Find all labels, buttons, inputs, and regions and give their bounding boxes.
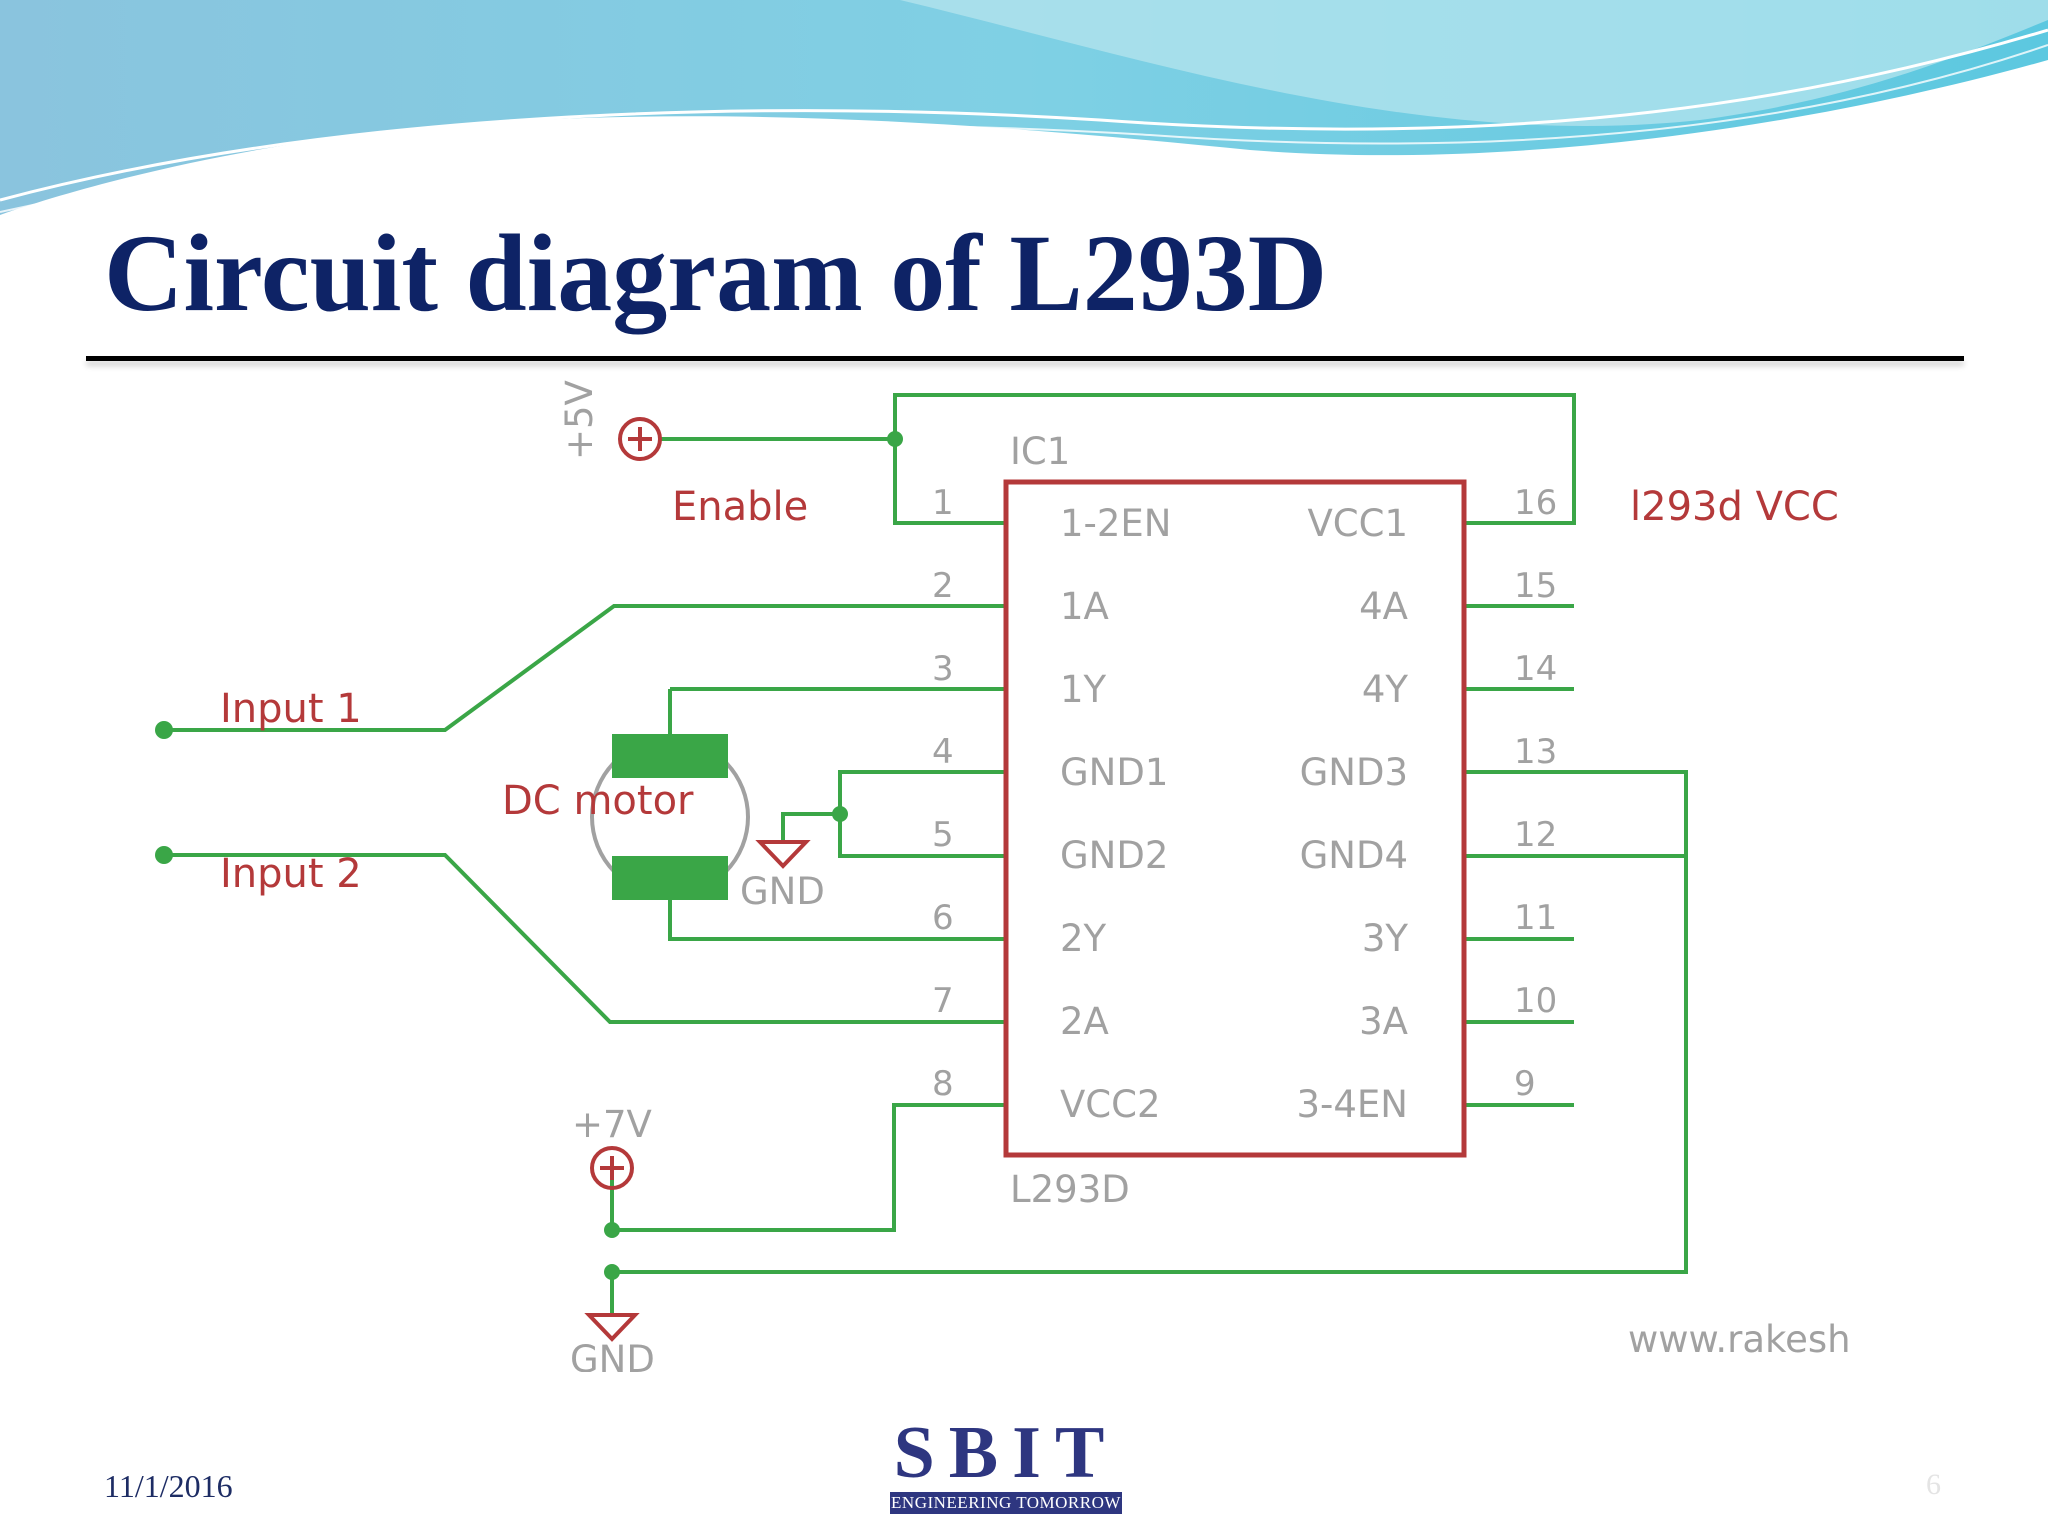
logo-tagline: ENGINEERING TOMORROW <box>890 1492 1122 1514</box>
pin-number: 9 <box>1514 1064 1536 1104</box>
enable-label: Enable <box>672 484 808 530</box>
pin-name: GND3 <box>1300 751 1408 794</box>
motor-gnd-label: GND <box>740 870 825 913</box>
ic-name-label: IC1 <box>1010 430 1070 473</box>
input1-label: Input 1 <box>220 686 362 732</box>
gnd-symbol-motor <box>755 840 811 869</box>
dc-motor-symbol <box>590 734 750 900</box>
pin-number: 7 <box>932 981 954 1021</box>
pin-name: 2A <box>1060 1000 1109 1043</box>
pin-number: 3 <box>932 649 954 689</box>
pin-number: 16 <box>1514 483 1557 523</box>
slide-title: Circuit diagram of L293D <box>104 212 1328 334</box>
pin-name: VCC2 <box>1060 1083 1161 1126</box>
pin-number: 12 <box>1514 815 1557 855</box>
pin-number: 14 <box>1514 649 1557 689</box>
pin-name: 1Y <box>1060 668 1107 711</box>
wire-vcc1-loop <box>893 393 1576 525</box>
gnd-symbol-bottom <box>584 1313 640 1342</box>
pin-number: 8 <box>932 1064 954 1104</box>
pin-name: 4Y <box>1362 668 1409 711</box>
pin-number: 6 <box>932 898 954 938</box>
pin-number: 15 <box>1514 566 1557 606</box>
pin-name: 3-4EN <box>1297 1083 1409 1126</box>
supply-7v-label: +7V <box>572 1103 652 1146</box>
wire-7v <box>610 1103 1006 1232</box>
wire-motor-2y <box>668 900 1006 941</box>
wire-motor-1y <box>668 687 1006 734</box>
junction-dot <box>887 431 903 447</box>
slide-date: 11/1/2016 <box>104 1468 233 1504</box>
pin-name: 1A <box>1060 585 1109 628</box>
input2-label: Input 2 <box>220 851 362 897</box>
vcc-label: l293d VCC <box>1630 484 1839 530</box>
supply-7v-symbol <box>590 1146 634 1190</box>
pin-number: 10 <box>1514 981 1557 1021</box>
pin-name: 3A <box>1359 1000 1408 1043</box>
pin-name: GND1 <box>1060 751 1168 794</box>
wire-input1 <box>164 604 1006 732</box>
junction-dot <box>604 1264 620 1280</box>
pin-number: 4 <box>932 732 954 772</box>
pin-name: 1-2EN <box>1060 502 1172 545</box>
wire-gnd-4-5 <box>781 770 1006 858</box>
junction-dot <box>604 1222 620 1238</box>
logo-wordmark: SBIT <box>893 1412 1119 1494</box>
pin-name: 4A <box>1359 585 1408 628</box>
watermark: www.rakesh <box>1628 1318 1851 1361</box>
pin-name: GND4 <box>1300 834 1408 877</box>
supply-5v-label: +5V <box>558 380 601 460</box>
pin-number: 2 <box>932 566 954 606</box>
l293d-circuit-diagram: +5V IC1 Enable l293d VCC Input 1 Input 2… <box>155 380 1851 1372</box>
pin-number: 11 <box>1514 898 1557 938</box>
motor-label: DC motor <box>502 778 694 824</box>
pin-number: 13 <box>1514 732 1557 772</box>
title-underline <box>86 356 1964 361</box>
supply-5v-symbol <box>618 417 662 461</box>
pin-number: 1 <box>932 483 954 523</box>
bottom-gnd-label: GND <box>570 1338 655 1372</box>
wire-input2 <box>164 853 1006 1024</box>
pin-name: GND2 <box>1060 834 1168 877</box>
pin-number: 5 <box>932 815 954 855</box>
pin-name: VCC1 <box>1307 502 1408 545</box>
input1-terminal <box>155 721 173 739</box>
pin-name: 2Y <box>1060 917 1107 960</box>
input2-terminal <box>155 846 173 864</box>
ic-part-label: L293D <box>1010 1168 1130 1211</box>
l293d-ic-body <box>1003 479 1467 1158</box>
junction-dot <box>832 806 848 822</box>
header-wave-decoration <box>0 0 2048 215</box>
pin-name: 3Y <box>1362 917 1409 960</box>
pin-stubs-right <box>1464 604 1574 1107</box>
sbit-logo: SBIT ENGINEERING TOMORROW <box>886 1412 1126 1514</box>
slide-number: 6 <box>1926 1468 1941 1501</box>
wire-gnd-12-13 <box>612 770 1688 1274</box>
